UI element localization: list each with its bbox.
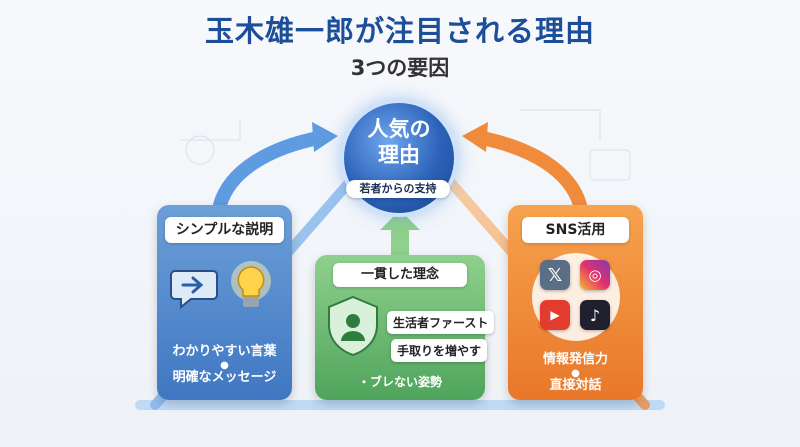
middle-arrow [391, 228, 409, 256]
youtube-icon: ▶ [540, 300, 570, 330]
instagram-icon: ◎ [580, 260, 610, 290]
card-line2: 明確なメッセージ [172, 370, 277, 385]
left-arrow-head [312, 122, 338, 152]
card-title: SNS活用 [522, 217, 629, 243]
card-footer: ・ブレない姿勢 [357, 375, 442, 389]
pill-increase-take-home: 手取りを増やす [391, 339, 488, 362]
x-icon: 𝕏 [540, 260, 570, 290]
card-consistent-philosophy: 一貫した理念 生活者ファースト 手取りを増やす ・ブレない姿勢 [315, 255, 495, 400]
bullet-dot: ● [220, 360, 229, 371]
card-simple-explanation: シンプルな説明 わかりやすい言葉 ● 明確なメッセージ [157, 205, 292, 400]
right-arrow-head [462, 122, 488, 152]
speech-bubble-arrow-icon [170, 270, 218, 309]
middle-arrow-head [380, 210, 420, 230]
decor-lines [180, 109, 631, 181]
card-title: 一貫した理念 [333, 263, 467, 287]
bullet-dot: ● [571, 368, 580, 379]
center-line1: 人気の [367, 117, 431, 141]
right-arrow [475, 131, 587, 212]
tiktok-icon: ♪ [580, 300, 610, 330]
center-line2: 理由 [378, 143, 420, 167]
card-title: シンプルな説明 [165, 217, 284, 243]
card-sns-usage: SNS活用 𝕏 ◎ ▶ ♪ 情報発信力 ● 直接対話 [508, 205, 643, 400]
center-label: 人気の 理由 [344, 116, 454, 168]
lightbulb-icon [231, 261, 271, 307]
card-line1: わかりやすい言葉 [172, 344, 277, 359]
card-line1: 情報発信力 [542, 352, 608, 367]
card-line2: 直接対話 [549, 378, 602, 393]
pill-consumer-first: 生活者ファースト [387, 311, 495, 334]
page-title: 玉木雄一郎が注目される理由 [204, 14, 595, 48]
shield-person-icon [328, 295, 378, 357]
left-arrow [213, 131, 325, 212]
center-badge: 若者からの支持 [346, 180, 450, 198]
page-subtitle: 3つの要因 [350, 56, 450, 80]
